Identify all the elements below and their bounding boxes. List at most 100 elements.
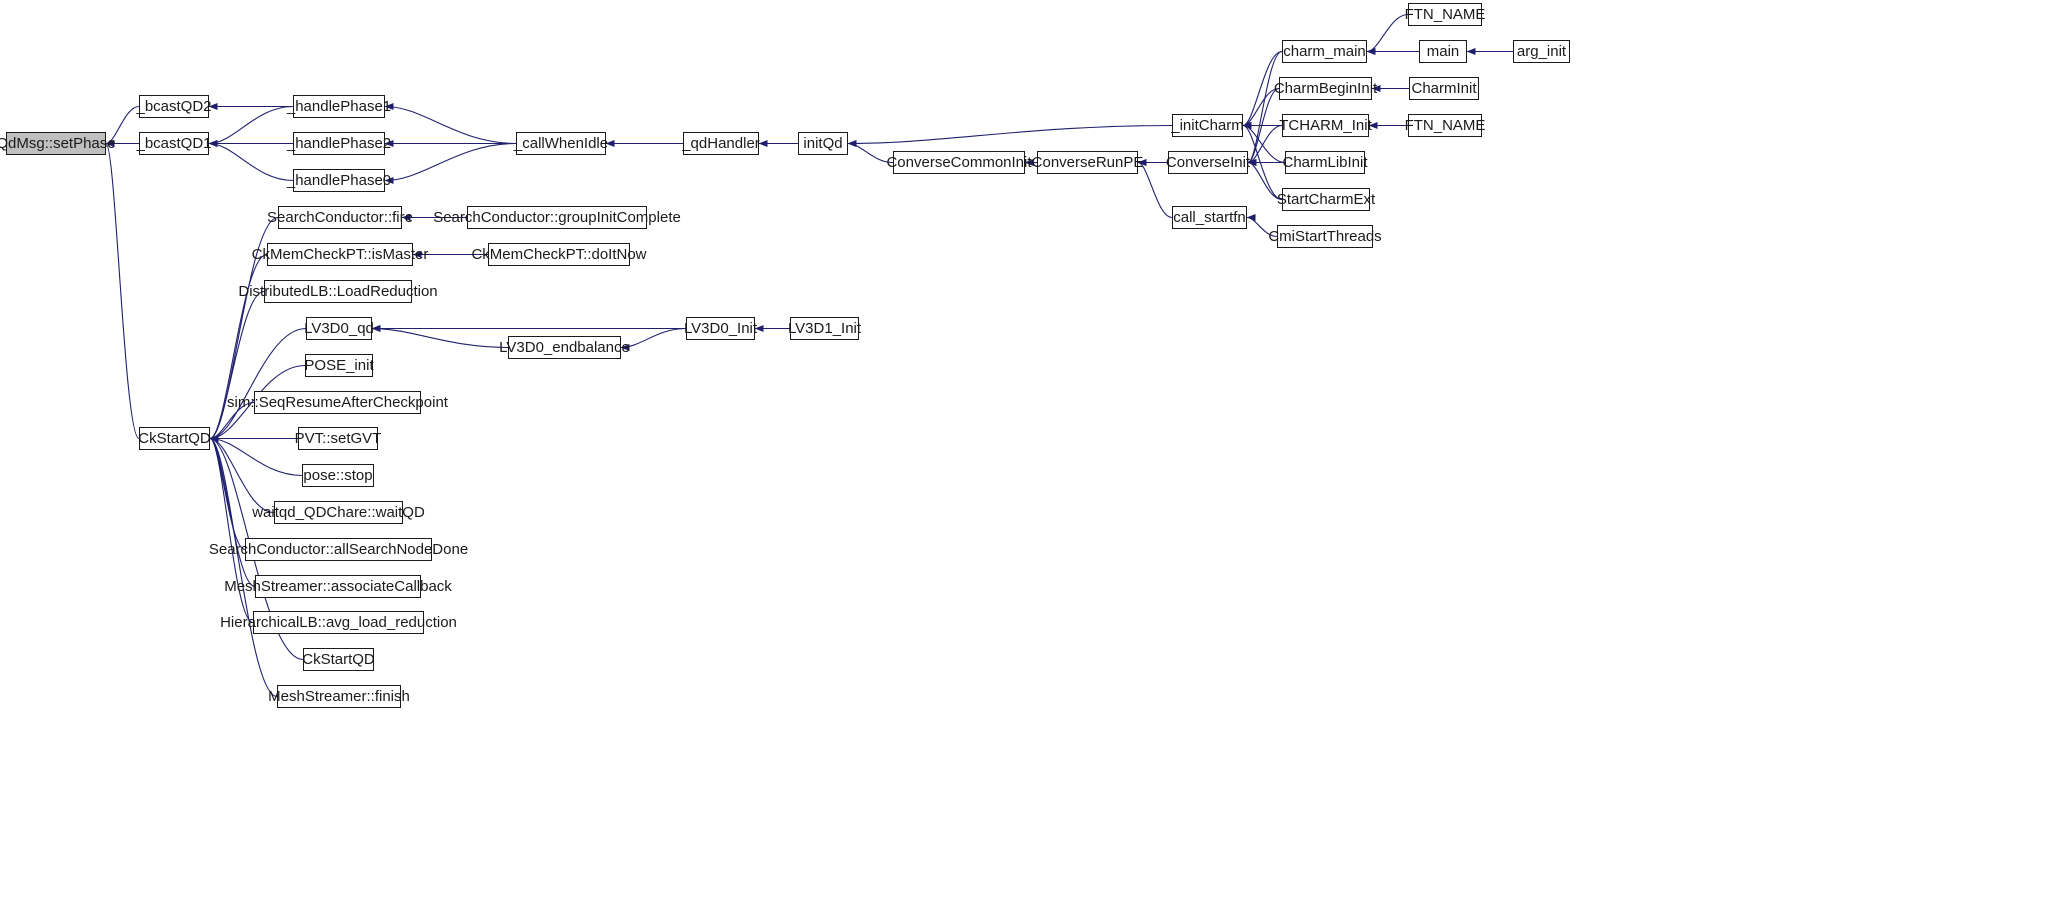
- graph-edge-charm_main-to-converseinit: [1247, 50, 1283, 166]
- graph-node-pose_init[interactable]: POSE_init: [304, 354, 374, 377]
- graph-node-label: _bcastQD2: [136, 98, 212, 115]
- graph-node-label: sim::SeqResumeAfterCheckpoint: [227, 394, 448, 411]
- graph-node-sim_seqresume[interactable]: sim::SeqResumeAfterCheckpoint: [227, 391, 448, 414]
- graph-node-label: CharmLibInit: [1282, 154, 1368, 171]
- graph-node-cmistartthreads[interactable]: CmiStartThreads: [1268, 225, 1382, 248]
- graph-node-label: TCHARM_Init: [1279, 117, 1372, 134]
- graph-node-label: MeshStreamer::finish: [268, 688, 410, 705]
- graph-node-label: _qdHandler: [682, 135, 760, 152]
- graph-node-label: waitqd_QDChare::waitQD: [252, 504, 425, 521]
- graph-node-label: FTN_NAME: [1404, 6, 1486, 23]
- graph-node-label: ConverseInit: [1165, 154, 1251, 171]
- graph-node-handlephase1[interactable]: _handlePhase1: [287, 95, 391, 118]
- graph-node-label: DistributedLB::LoadReduction: [238, 283, 438, 300]
- graph-node-handlephase2[interactable]: _handlePhase2: [287, 132, 391, 155]
- graph-node-distributedlb_lr[interactable]: DistributedLB::LoadReduction: [238, 280, 438, 303]
- graph-node-handlephase0[interactable]: _handlePhase0: [287, 169, 391, 192]
- graph-node-lv3d0_qd[interactable]: LV3D0_qd: [304, 317, 374, 340]
- graph-node-ckstartqd2[interactable]: CkStartQD: [302, 648, 375, 671]
- graph-node-label: _handlePhase2: [286, 135, 392, 152]
- graph-node-lv3d0_init[interactable]: LV3D0_Init: [684, 317, 757, 340]
- graph-node-qdmsg_setphase[interactable]: QdMsg::setPhase: [0, 132, 116, 155]
- graph-node-charminit[interactable]: CharmInit: [1409, 77, 1479, 100]
- graph-node-charmbegininit[interactable]: CharmBeginInit: [1274, 77, 1377, 100]
- graph-edge-initcharm-to-initqd: [847, 124, 1173, 147]
- graph-node-ckstartqd[interactable]: CkStartQD: [138, 427, 211, 450]
- graph-node-label: CkMemCheckPT::isMaster: [251, 246, 429, 263]
- graph-node-ftn_name_mid[interactable]: FTN_NAME: [1405, 114, 1485, 137]
- graph-node-ckmemcheckpt_doitnow[interactable]: CkMemCheckPT::doItNow: [471, 243, 647, 266]
- graph-node-label: FTN_NAME: [1404, 117, 1486, 134]
- graph-node-label: QdMsg::setPhase: [0, 135, 116, 152]
- graph-node-sc_allsearchnodedone[interactable]: SearchConductor::allSearchNodeDone: [209, 538, 468, 561]
- graph-node-pose_stop[interactable]: pose::stop: [302, 464, 374, 487]
- graph-node-label: SearchConductor::groupInitComplete: [433, 209, 681, 226]
- graph-node-ftn_name_top[interactable]: FTN_NAME: [1405, 3, 1485, 26]
- graph-node-label: LV3D1_Init: [787, 320, 862, 337]
- graph-node-label: MeshStreamer::associateCallback: [224, 578, 452, 595]
- graph-node-label: call_startfn: [1173, 209, 1246, 226]
- graph-node-label: _initCharm: [1171, 117, 1244, 134]
- graph-node-label: initQd: [803, 135, 843, 152]
- graph-node-label: LV3D0_qd: [304, 320, 374, 337]
- graph-node-label: CkStartQD: [302, 651, 375, 668]
- graph-edge-lv3d0_qd-to-ckstartqd: [209, 327, 307, 442]
- graph-node-startcharmext[interactable]: StartCharmExt: [1277, 188, 1375, 211]
- graph-node-hierarchicallb_avg[interactable]: HierarchicalLB::avg_load_reduction: [220, 611, 457, 634]
- graph-node-ckmemcheckpt_ismaster[interactable]: CkMemCheckPT::isMaster: [252, 243, 428, 266]
- graph-node-label: HierarchicalLB::avg_load_reduction: [220, 614, 457, 631]
- graph-node-bcastqd1[interactable]: _bcastQD1: [136, 132, 212, 155]
- graph-edge-ms_finish-to-ckstartqd: [209, 435, 278, 698]
- graph-node-charm_main[interactable]: charm_main: [1282, 40, 1367, 63]
- graph-node-label: SearchConductor::fire: [267, 209, 413, 226]
- graph-node-label: ConverseCommonInit: [886, 154, 1032, 171]
- graph-node-conversecommoninit[interactable]: ConverseCommonInit: [886, 151, 1032, 174]
- graph-edge-sc_allsearchnodedone-to-ckstartqd: [209, 435, 246, 551]
- graph-node-label: main: [1426, 43, 1460, 60]
- graph-node-label: LV3D0_Init: [683, 320, 758, 337]
- graph-edge-waitqd_qdchare-to-ckstartqd: [209, 435, 275, 514]
- graph-node-ms_associatecallback[interactable]: MeshStreamer::associateCallback: [224, 575, 452, 598]
- graph-node-call_startfn[interactable]: call_startfn: [1172, 206, 1247, 229]
- graph-node-charmlibinit[interactable]: CharmLibInit: [1282, 151, 1368, 174]
- graph-node-label: StartCharmExt: [1276, 191, 1376, 208]
- graph-node-lv3d0_endbalance[interactable]: LV3D0_endbalance: [499, 336, 630, 359]
- graph-node-converserunpe[interactable]: ConverseRunPE: [1032, 151, 1143, 174]
- graph-node-waitqd_qdchare[interactable]: waitqd_QDChare::waitQD: [252, 501, 425, 524]
- graph-node-tcharm_init[interactable]: TCHARM_Init: [1279, 114, 1372, 137]
- graph-node-initqd[interactable]: initQd: [798, 132, 848, 155]
- graph-node-sc_groupinitcomplete[interactable]: SearchConductor::groupInitComplete: [433, 206, 681, 229]
- graph-node-label: charm_main: [1283, 43, 1366, 60]
- graph-node-callwhenidle[interactable]: _callWhenIdle: [514, 132, 608, 155]
- graph-node-label: ConverseRunPE: [1031, 154, 1144, 171]
- graph-node-label: _bcastQD1: [136, 135, 212, 152]
- graph-node-label: CmiStartThreads: [1268, 228, 1382, 245]
- graph-edge-callwhenidle-to-handlephase0: [384, 142, 517, 184]
- graph-node-converseinit[interactable]: ConverseInit: [1166, 151, 1250, 174]
- graph-node-label: CkMemCheckPT::doItNow: [471, 246, 647, 263]
- graph-node-label: SearchConductor::allSearchNodeDone: [208, 541, 469, 558]
- graph-node-searchconductor_fire[interactable]: SearchConductor::fire: [267, 206, 413, 229]
- graph-node-label: CharmInit: [1411, 80, 1477, 97]
- graph-node-label: arg_init: [1516, 43, 1567, 60]
- graph-node-lv3d1_init[interactable]: LV3D1_Init: [788, 317, 861, 340]
- graph-node-bcastqd2[interactable]: _bcastQD2: [136, 95, 212, 118]
- graph-node-main[interactable]: main: [1419, 40, 1467, 63]
- graph-node-label: _handlePhase0: [286, 172, 392, 189]
- graph-edge-ckstartqd-to-qdmsg_setphase: [105, 140, 140, 440]
- graph-node-arg_init[interactable]: arg_init: [1513, 40, 1570, 63]
- graph-node-pvt_setgvt[interactable]: PVT::setGVT: [295, 427, 381, 450]
- graph-node-label: _callWhenIdle: [513, 135, 609, 152]
- graph-node-label: CkStartQD: [138, 430, 211, 447]
- graph-node-ms_finish[interactable]: MeshStreamer::finish: [268, 685, 410, 708]
- graph-node-initcharm[interactable]: _initCharm: [1171, 114, 1244, 137]
- graph-node-label: POSE_init: [304, 357, 374, 374]
- graph-node-label: pose::stop: [303, 467, 373, 484]
- graph-node-label: CharmBeginInit: [1273, 80, 1378, 97]
- graph-node-label: _handlePhase1: [286, 98, 392, 115]
- graph-node-qdhandler[interactable]: _qdHandler: [682, 132, 760, 155]
- graph-edge-lv3d0_endbalance-to-lv3d0_qd: [371, 325, 509, 349]
- graph-edge-distributedlb_lr-to-ckstartqd: [209, 290, 265, 442]
- graph-edge-callwhenidle-to-handlephase1: [384, 103, 517, 145]
